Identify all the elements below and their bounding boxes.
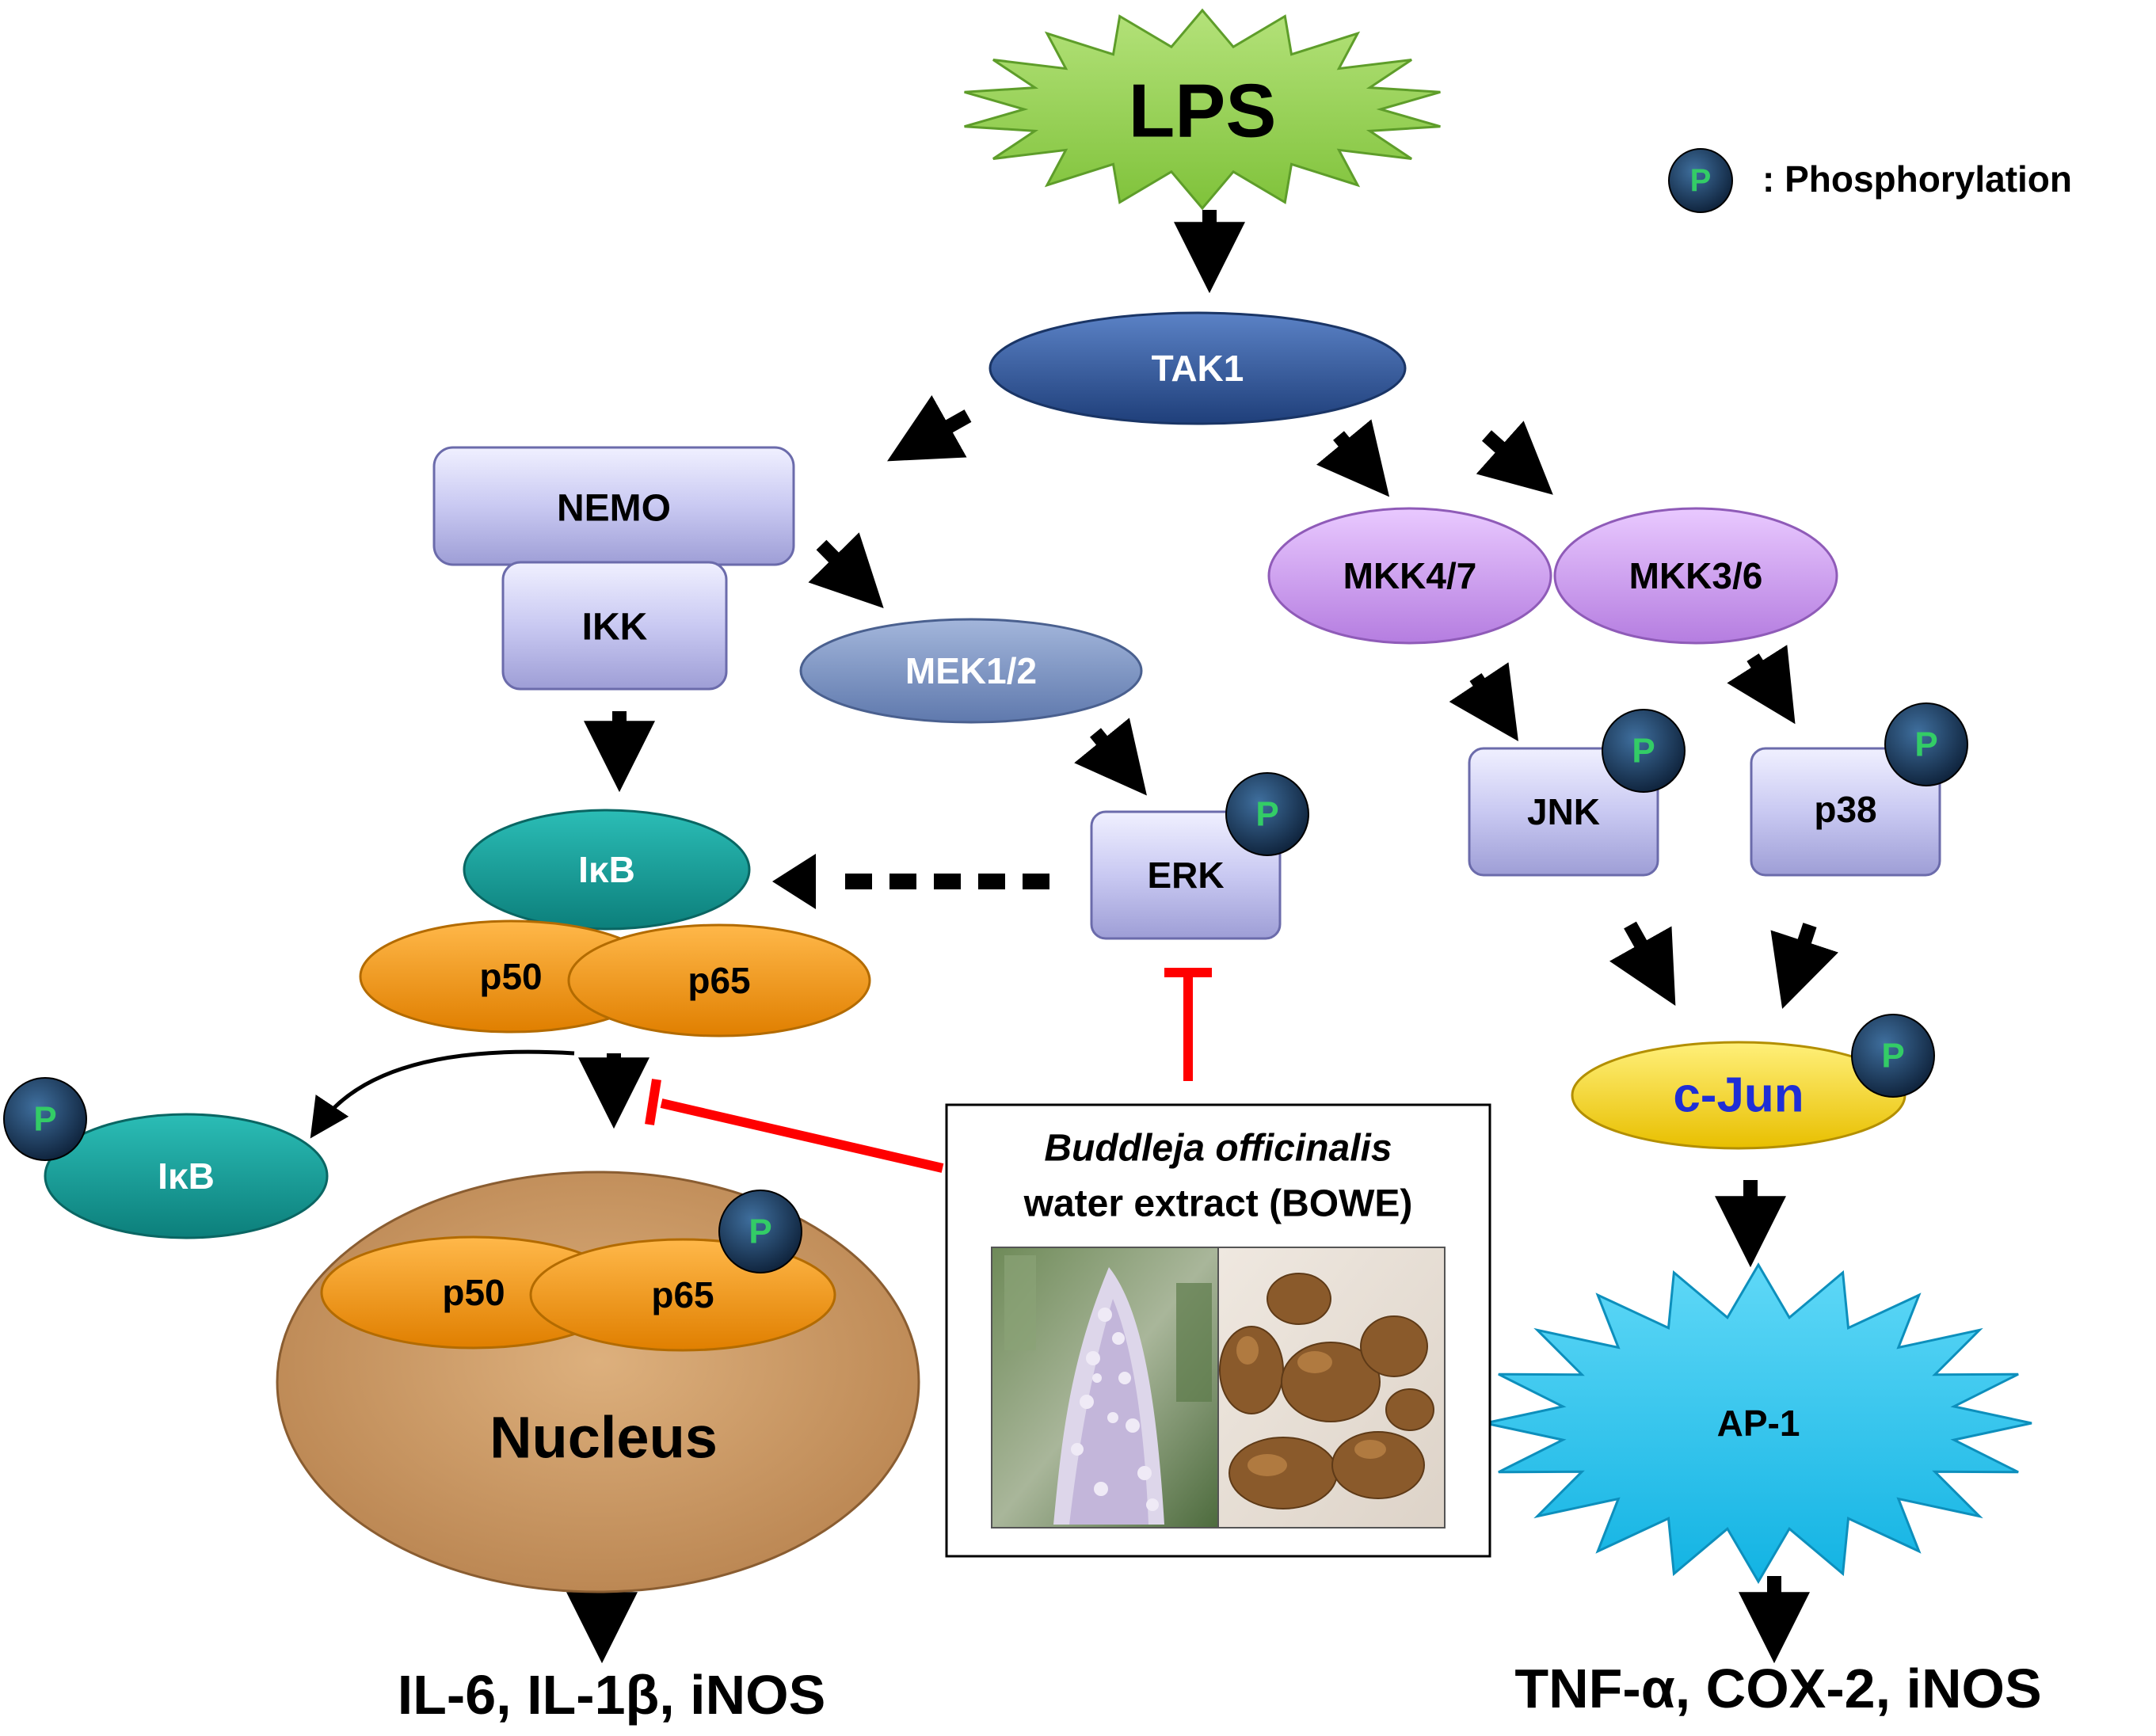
bowe-species-name: Buddleja officinalis	[1044, 1128, 1392, 1170]
tak1-label: TAK1	[1152, 348, 1244, 389]
svg-text:P: P	[1914, 725, 1937, 764]
arrow-nemo-mek	[808, 532, 884, 608]
lps-starburst: LPS	[964, 8, 1441, 211]
nucleus-p65-phospho-badge: P	[718, 1190, 802, 1273]
arrow-mkk47-jnk	[1449, 662, 1518, 741]
ikb-phospho-badge: P	[3, 1077, 87, 1161]
p38-label: p38	[1814, 789, 1876, 830]
bowe-flower-photo	[991, 1247, 1219, 1529]
arrow-jnk-cjun	[1609, 921, 1676, 1006]
ap1-label: AP-1	[1717, 1403, 1800, 1444]
svg-text:P: P	[1255, 795, 1278, 834]
svg-text:P: P	[1690, 163, 1712, 198]
arrow-p38-cjun	[1770, 923, 1839, 1009]
arrow-mek-erk	[1074, 718, 1147, 796]
jnk-label: JNK	[1527, 791, 1600, 832]
arrow-ikb-release	[310, 1049, 575, 1139]
mek-label: MEK1/2	[905, 650, 1037, 691]
ikb-node: IκB	[463, 809, 751, 931]
erk-node: ERK	[1090, 810, 1282, 940]
bowe-extract-name: water extract (BOWE)	[1023, 1183, 1413, 1225]
cjun-phospho-badge: P	[1851, 1014, 1935, 1098]
mkk36-node: MKK3/6	[1553, 507, 1838, 645]
ap1-starburst: AP-1	[1484, 1262, 2032, 1584]
activation-arrows	[566, 210, 1839, 1664]
arrow-tak1-mkk47	[1316, 419, 1390, 497]
arrow-tak1-nemo	[887, 395, 972, 462]
svg-text:P: P	[1632, 732, 1655, 771]
ikb-phospho-label: IκB	[158, 1155, 215, 1197]
mkk36-label: MKK3/6	[1629, 555, 1763, 596]
jnk-node: JNK	[1468, 747, 1659, 877]
svg-text:P: P	[1881, 1037, 1904, 1075]
ikk-label: IKK	[582, 607, 648, 649]
cjun-label: c-Jun	[1673, 1068, 1804, 1123]
lps-label: LPS	[1129, 69, 1277, 154]
bowe-extract-box: Buddleja officinalis water extract (BOWE…	[945, 1103, 1491, 1558]
svg-text:P: P	[749, 1213, 771, 1251]
arrow-mkk36-p38	[1727, 645, 1796, 725]
ikb-label: IκB	[578, 849, 635, 890]
erk-label: ERK	[1147, 855, 1224, 896]
mkk47-label: MKK4/7	[1343, 555, 1477, 596]
erk-phospho-badge: P	[1225, 772, 1309, 856]
mek-node: MEK1/2	[799, 618, 1143, 724]
inhibition-lines	[645, 968, 1212, 1173]
tak1-node: TAK1	[988, 311, 1407, 425]
phospho-badges: P P P P P P	[3, 702, 1968, 1273]
p38-phospho-badge: P	[1884, 702, 1968, 786]
bowe-dried-herb-photo	[1217, 1247, 1446, 1529]
inhibit-nfkb-line	[660, 1098, 944, 1173]
svg-text:P: P	[33, 1100, 56, 1139]
mkk47-node: MKK4/7	[1267, 507, 1552, 645]
inhibit-nfkb-bar	[645, 1079, 661, 1125]
p38-node: p38	[1750, 747, 1941, 877]
ikb-phospho-node: IκB	[44, 1113, 329, 1239]
p50-label: p50	[479, 956, 542, 997]
legend-text: : Phosphorylation	[1762, 158, 2072, 200]
cjun-node: c-Jun	[1571, 1041, 1906, 1150]
nucleus-label: Nucleus	[489, 1405, 718, 1471]
legend-phospho-icon: P	[1668, 148, 1733, 213]
nucleus-p65-label: p65	[651, 1274, 714, 1315]
legend: P : Phosphorylation	[1668, 148, 2072, 213]
nemo-label: NEMO	[557, 488, 671, 530]
nemo-node: NEMO	[432, 446, 795, 566]
arrow-tak1-mkk36	[1476, 421, 1553, 495]
nucleus: Nucleus	[276, 1171, 920, 1593]
nfkb-output-genes: IL-6, IL-1β, iNOS	[398, 1664, 826, 1726]
p65-node: p65	[567, 923, 871, 1037]
p65-label: p65	[688, 960, 750, 1001]
ap1-output-genes: TNF-α, COX-2, iNOS	[1514, 1658, 2041, 1719]
ikk-node: IKK	[501, 561, 728, 691]
dotted-arrow-erk-ikb	[772, 854, 1049, 909]
nucleus-p50-label: p50	[442, 1272, 505, 1313]
jnk-phospho-badge: P	[1602, 709, 1686, 793]
